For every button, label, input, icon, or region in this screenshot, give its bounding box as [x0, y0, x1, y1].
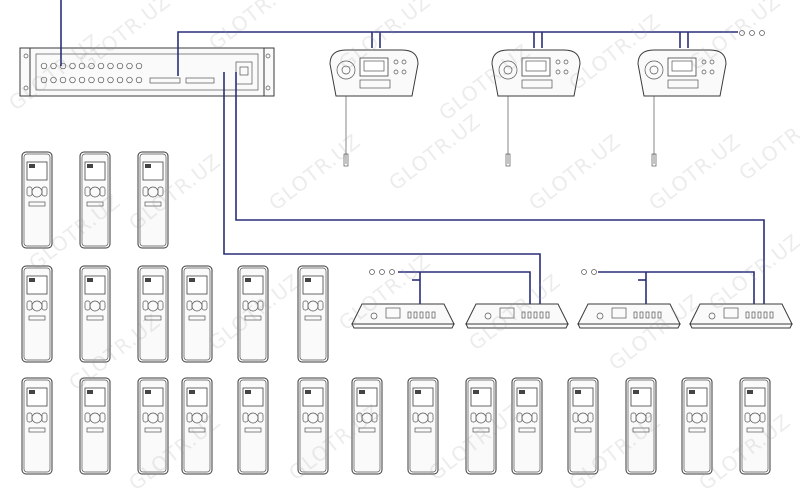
chairman-consoles: [329, 49, 727, 167]
handheld-receiver-icon: [237, 265, 269, 363]
chairman-console-icon: [329, 49, 419, 167]
handheld-receiver-icon: [79, 377, 111, 475]
wireless-transceiver-icon: [689, 303, 793, 329]
handheld-receiver-icon: [681, 377, 713, 475]
wireless-transceiver-icon: [465, 303, 569, 329]
handheld-receiver-icon: [137, 377, 169, 475]
handheld-receiver-icon: [21, 151, 53, 249]
chairman-console-icon: [491, 49, 581, 167]
terminator-markers: [369, 30, 765, 275]
handheld-receiver-icon: [79, 151, 111, 249]
handheld-receiver-icon: [407, 377, 439, 475]
handheld-receiver-icon: [297, 377, 329, 475]
handheld-receiver-icon: [511, 377, 543, 475]
handheld-receiver-icon: [625, 377, 657, 475]
handheld-receiver-icon: [137, 151, 169, 249]
handheld-receiver-icon: [181, 265, 213, 363]
handheld-receiver-icon: [79, 265, 111, 363]
handheld-receiver-icon: [567, 377, 599, 475]
handheld-receiver-icon: [739, 377, 771, 475]
handheld-receiver-icon: [21, 265, 53, 363]
handheld-receiver-icon: [137, 265, 169, 363]
wireless-transceivers: [351, 303, 793, 329]
handheld-receivers: [21, 151, 771, 475]
handheld-receiver-icon: [297, 265, 329, 363]
handheld-receiver-icon: [351, 377, 383, 475]
chairman-console-icon: [637, 49, 727, 167]
rack-main-unit-icon: [19, 47, 275, 97]
handheld-receiver-icon: [21, 377, 53, 475]
connection-wires: [60, 0, 765, 310]
handheld-receiver-icon: [181, 377, 213, 475]
wireless-transceiver-icon: [577, 303, 681, 329]
handheld-receiver-icon: [465, 377, 497, 475]
handheld-receiver-icon: [237, 377, 269, 475]
wireless-transceiver-icon: [351, 303, 455, 329]
